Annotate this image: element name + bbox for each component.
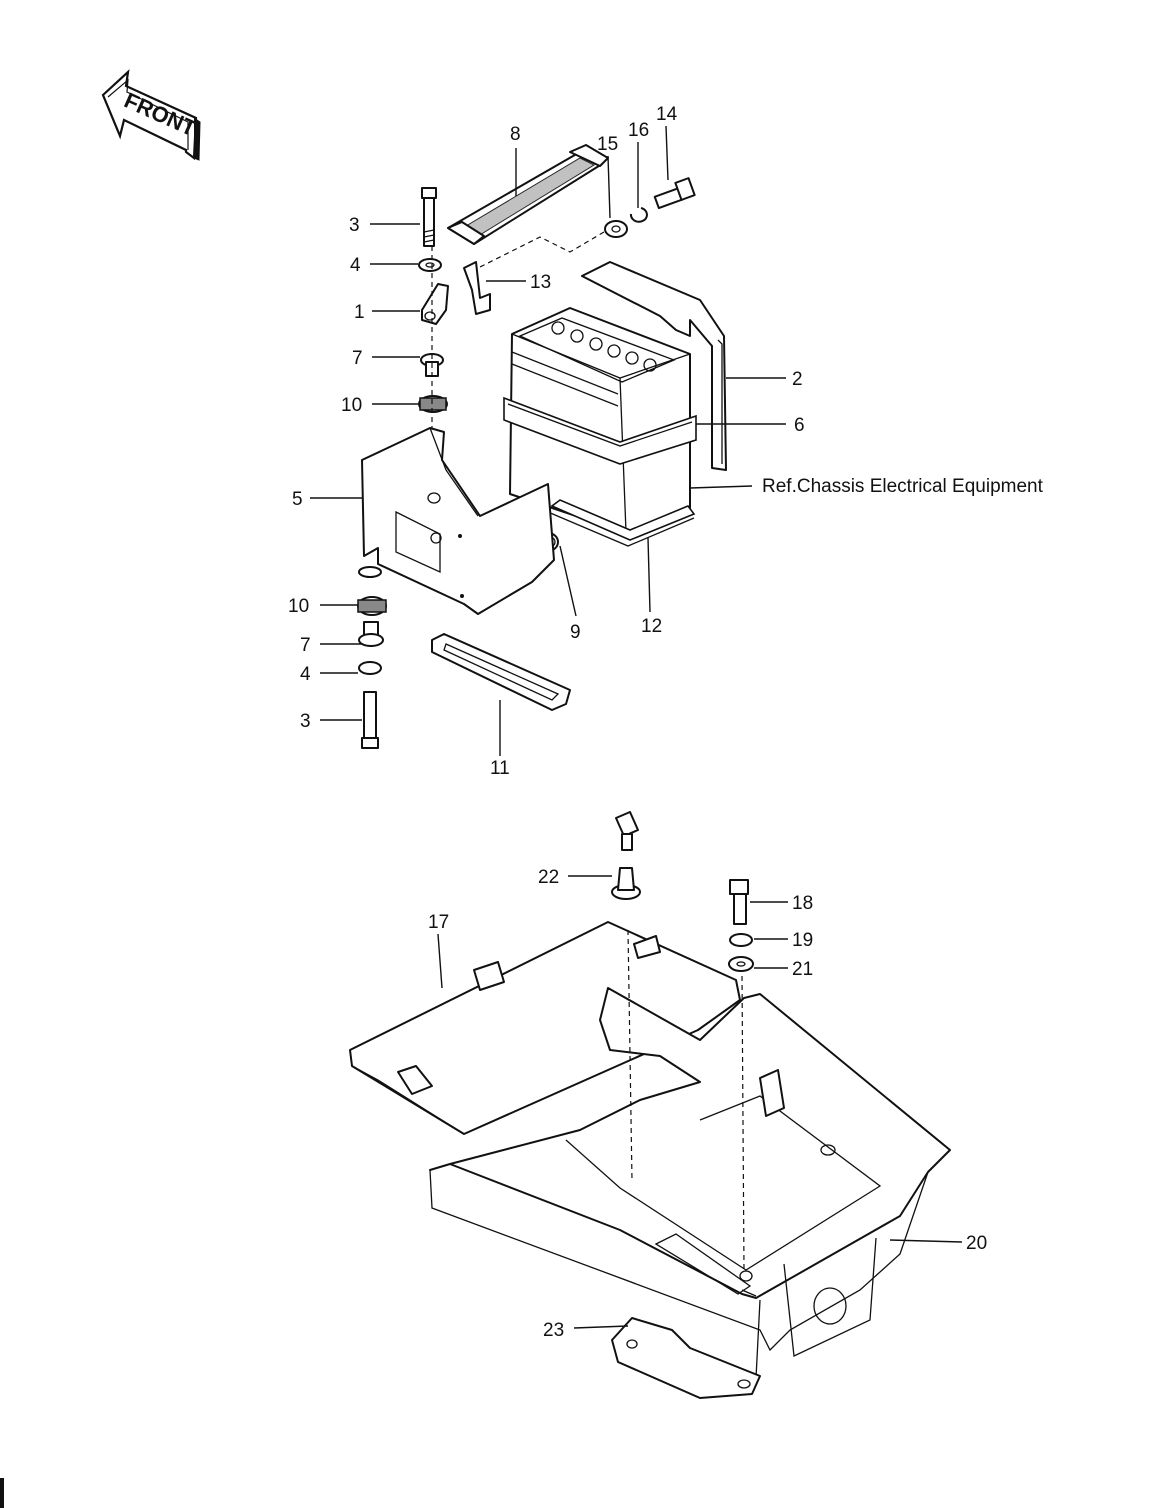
- assembly-line-14-13: [477, 231, 605, 269]
- callout-16: 16: [628, 120, 649, 141]
- battery-body: [509, 307, 691, 535]
- pad-part-11: [431, 633, 571, 711]
- bolt-part-18: [729, 879, 749, 925]
- callout-13: 13: [530, 272, 551, 293]
- callout-9: 9: [570, 622, 581, 643]
- leader-lines: [310, 125, 963, 1329]
- callout-12: 12: [641, 616, 662, 637]
- lock-washer-part-19: [729, 933, 753, 947]
- callout-8: 8: [510, 124, 521, 145]
- lock-washer-part-4-top: [418, 258, 442, 272]
- callout-20: 20: [966, 1233, 987, 1254]
- callout-21: 21: [792, 959, 813, 980]
- lock-washer-part-4-bottom: [358, 661, 382, 675]
- callout-3-top: 3: [349, 215, 360, 236]
- washer-part-21: [728, 956, 754, 972]
- washer-part-15: [604, 220, 628, 238]
- callout-19: 19: [792, 930, 813, 951]
- callout-11: 11: [490, 758, 510, 779]
- callout-7-bottom: 7: [300, 635, 311, 656]
- cover-part-17: [349, 921, 741, 1135]
- callout-18: 18: [792, 893, 813, 914]
- callout-5: 5: [292, 489, 303, 510]
- clip-part-13: [463, 261, 491, 315]
- damper-part-10-bottom: [357, 596, 387, 616]
- callout-22: 22: [538, 867, 559, 888]
- callout-labels: 3 4 1 7 10 5 10 7 4 3 8 15 16 14 13 2 6 …: [288, 104, 1044, 1341]
- damper-part-10-top: [418, 395, 448, 413]
- front-arrow: FRONT: [101, 69, 201, 161]
- callout-23: 23: [543, 1320, 564, 1341]
- bolt-part-3-top: [421, 187, 437, 247]
- battery-holder-part-5: [358, 427, 555, 615]
- callout-15: 15: [597, 134, 618, 155]
- bolt-part-14: [653, 177, 696, 210]
- reference-note: Ref.Chassis Electrical Equipment: [762, 476, 1044, 497]
- screw-part-22: [611, 811, 641, 900]
- assembly-line-18: [741, 975, 745, 1271]
- callout-14: 14: [656, 104, 678, 125]
- callout-4-bottom: 4: [300, 664, 311, 685]
- battery-pad-part-12: [547, 499, 696, 547]
- battery-band-part-6: [503, 396, 697, 465]
- callout-6: 6: [794, 415, 805, 436]
- bracket-part-23: [611, 1317, 761, 1399]
- callout-10-top: 10: [341, 395, 362, 416]
- callout-4-top: 4: [350, 255, 361, 276]
- callout-3-bottom: 3: [300, 711, 311, 732]
- callout-10-bottom: 10: [288, 596, 309, 617]
- callout-1: 1: [354, 302, 365, 323]
- assembly-line-22: [627, 929, 633, 1181]
- battery-strap-part-8: [447, 144, 609, 245]
- callout-17: 17: [428, 912, 449, 933]
- callout-7-top: 7: [352, 348, 363, 369]
- collar-part-7-bottom: [358, 621, 384, 647]
- bolt-part-3-bottom: [361, 691, 379, 749]
- lock-washer-part-16: [629, 207, 648, 223]
- battery-case-part-20: [429, 987, 951, 1379]
- bracket-part-1: [421, 283, 449, 325]
- page-edge-mark: [0, 1478, 4, 1508]
- callout-2: 2: [792, 369, 803, 390]
